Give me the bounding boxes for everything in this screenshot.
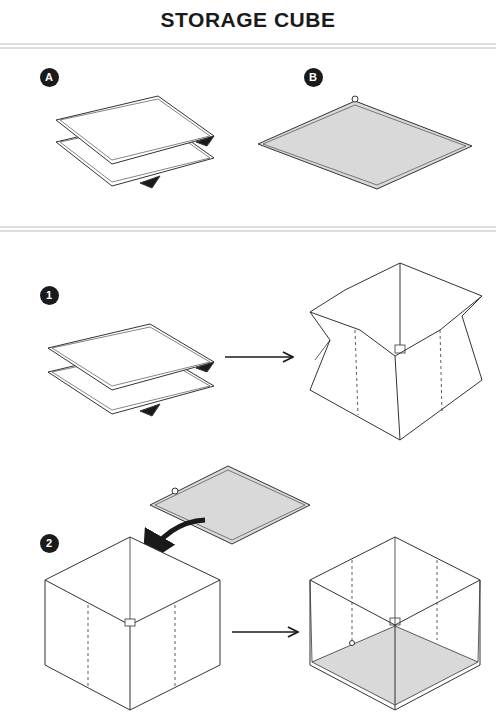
title: STORAGE CUBE [0, 8, 496, 32]
callout-circle: A [40, 68, 59, 87]
side-panels [56, 96, 214, 188]
callout-letter: 1 [46, 290, 52, 301]
divider-lines [0, 44, 496, 231]
bottom-board [258, 96, 472, 189]
callout-letter: 2 [46, 538, 52, 549]
folded-box [310, 263, 482, 440]
side-panels [48, 324, 214, 416]
assembled-cube [310, 537, 480, 710]
callout-circle: 2 [40, 534, 59, 553]
callout-circle: B [304, 68, 323, 87]
step-arrow [232, 631, 298, 632]
open-cube [45, 537, 220, 710]
callout-letter: B [309, 72, 317, 83]
step-arrow [225, 356, 293, 357]
callout-circle: 1 [40, 286, 59, 305]
callout-letter: A [45, 72, 53, 83]
